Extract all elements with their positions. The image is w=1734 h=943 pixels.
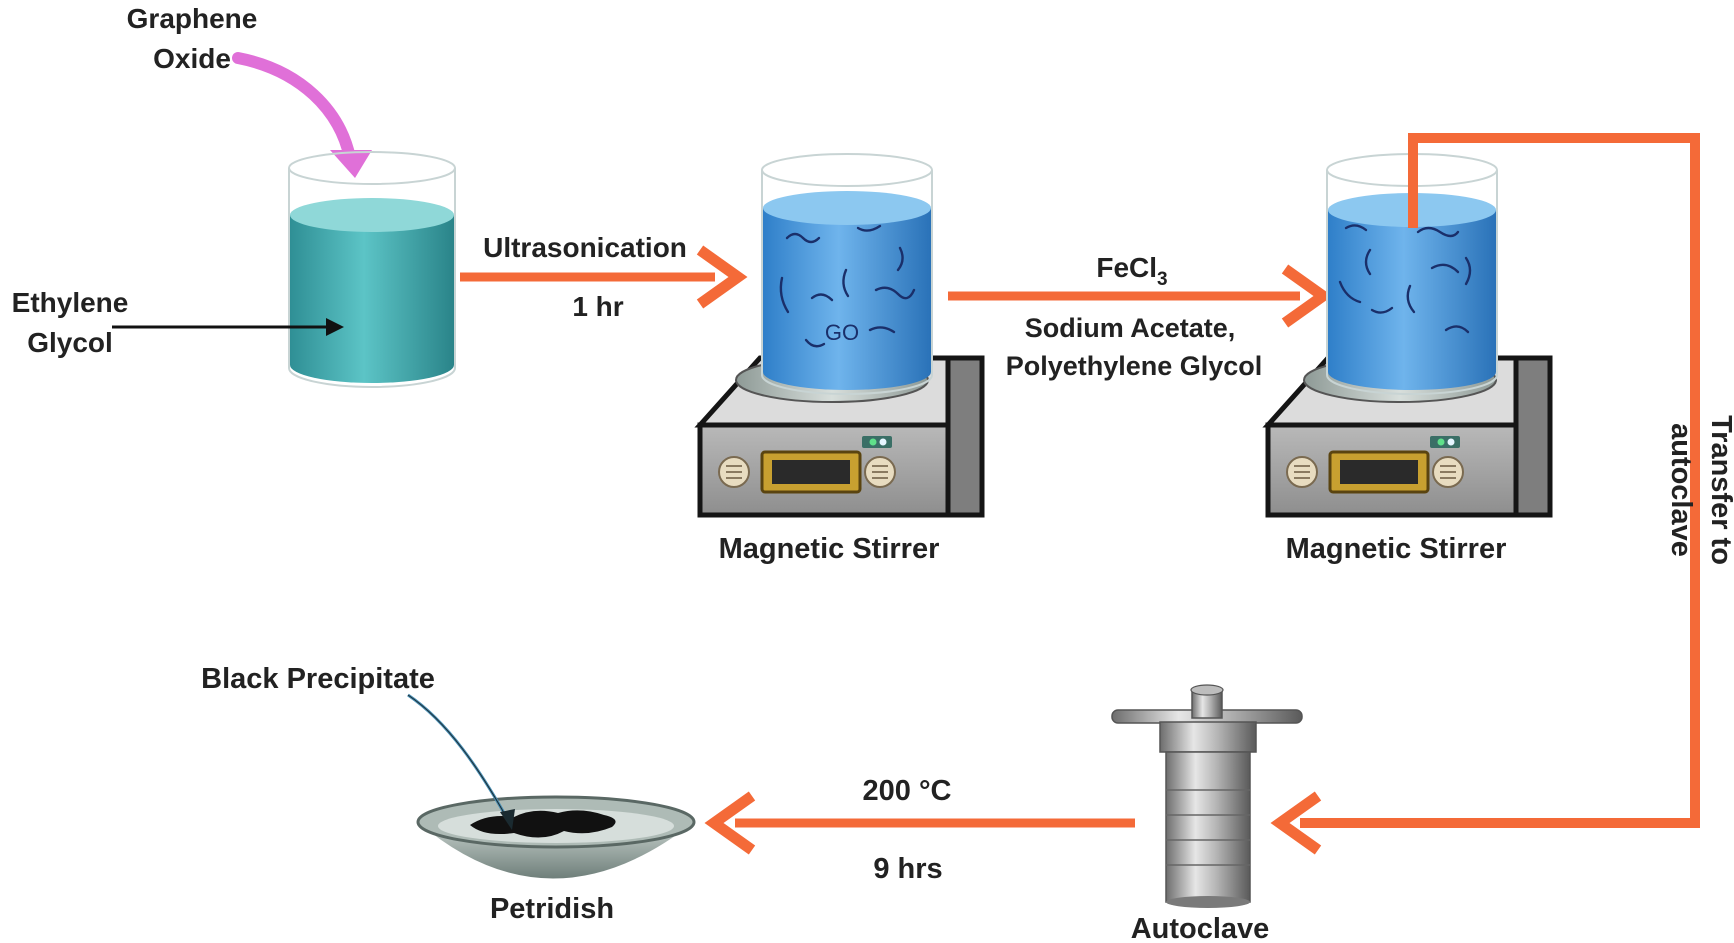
stirrer-2-display: [1328, 450, 1430, 494]
graphene-oxide-arrow: [232, 52, 372, 178]
ethylene-glycol-arrow: [112, 318, 344, 336]
fecl3-arrow: [948, 264, 1333, 328]
stirrer-2-knob-right: [1432, 456, 1464, 488]
label-magnetic-stirrer-2: Magnetic Stirrer: [1286, 533, 1507, 565]
label-ultrasonication: Ultrasonication: [483, 232, 687, 263]
stirrer-1-knob-left: [718, 456, 750, 488]
label-ethylene: Ethylene: [12, 287, 129, 318]
stirrer-2-knob-left: [1286, 456, 1318, 488]
label-autoclave-rotated: autoclave: [1665, 423, 1697, 557]
label-sodium-acetate: Sodium Acetate,: [1025, 313, 1236, 343]
transfer-to-autoclave-arrow: [1270, 133, 1700, 855]
label-petridish: Petridish: [490, 893, 614, 925]
stirrer-1-indicator: [862, 436, 892, 448]
label-fecl3: FeCl3: [1096, 252, 1167, 290]
label-duration: 9 hrs: [873, 853, 942, 885]
autoclave: [1111, 684, 1303, 908]
label-transfer-to: Transfer to: [1705, 415, 1734, 565]
label-fecl3-subscript: 3: [1157, 269, 1168, 290]
label-autoclave: Autoclave: [1131, 913, 1270, 943]
beaker-ethylene-glycol: [288, 151, 456, 388]
label-transfer-group: Transfer to autoclave: [1665, 415, 1734, 565]
label-oxide: Oxide: [153, 43, 231, 74]
label-polyethylene-glycol: Polyethylene Glycol: [1006, 351, 1263, 381]
label-graphene: Graphene: [127, 3, 258, 34]
beaker-reaction-mixture: [1326, 153, 1498, 395]
petridish: [416, 795, 696, 879]
stirrer-2-indicator: [1430, 436, 1460, 448]
label-black-precipitate: Black Precipitate: [201, 663, 435, 695]
label-go: GO: [825, 320, 859, 345]
stirrer-1-knob-right: [864, 456, 896, 488]
beaker-go-dispersion: [761, 153, 933, 395]
ultrasonication-arrow: [460, 245, 748, 309]
label-glycol: Glycol: [27, 327, 113, 358]
stirrer-1-display: [760, 450, 862, 494]
label-temperature: 200 °C: [863, 775, 952, 807]
label-magnetic-stirrer-1: Magnetic Stirrer: [719, 533, 940, 565]
heating-arrow: [704, 791, 1135, 855]
label-1-hr: 1 hr: [572, 291, 623, 322]
black-precipitate-arrow: [407, 693, 515, 830]
